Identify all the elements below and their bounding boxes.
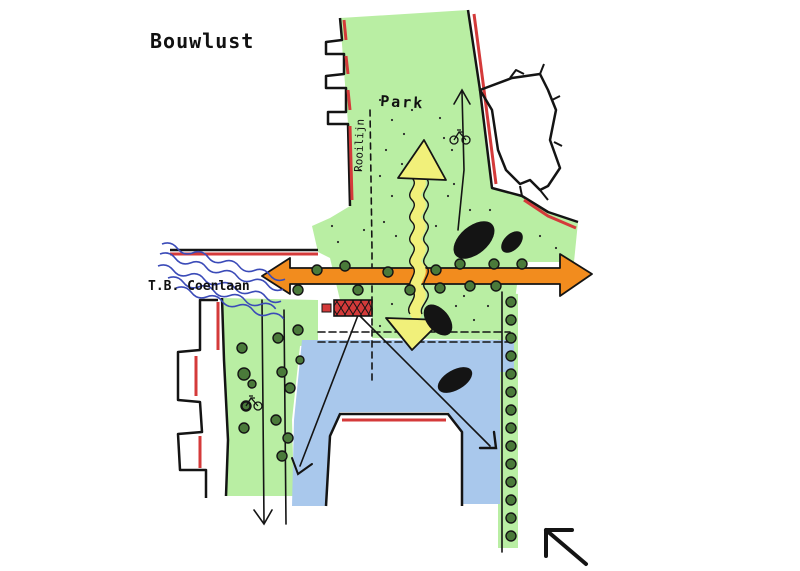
diagonal-sightline-west-arrow [291, 457, 313, 476]
tree-row-axis [292, 258, 528, 296]
street-label: T.B. Coenlaan [148, 279, 250, 294]
yellow-triangle-north [397, 139, 447, 181]
building-edges [170, 9, 579, 498]
park-green-area [312, 10, 578, 340]
east-building-facade [466, 9, 579, 224]
canal-water [292, 340, 514, 506]
north-arrow-icon [544, 528, 588, 566]
diagonal-sightline-east-arrow [478, 430, 498, 450]
west-sightline-long-arrow [253, 509, 273, 526]
tree-cluster-west [236, 324, 305, 462]
diagonal-sightline-east [359, 315, 491, 447]
rooilijn-label: Rooilijn [352, 119, 367, 172]
yellow-zigzag-path [409, 172, 426, 320]
east-residential-block [478, 72, 562, 192]
title-label: Bouwlust [150, 29, 254, 53]
bicycle-icon [241, 395, 263, 411]
bicycle-icon [449, 129, 471, 145]
sketch-lines [253, 88, 511, 553]
water-areas [292, 340, 514, 507]
east-green-strip [498, 292, 518, 548]
stipple-texture [330, 98, 558, 328]
inner-building-block [324, 412, 464, 507]
rooilijn-dashed-line [369, 109, 373, 381]
yellow-triangle-south [385, 317, 443, 351]
north-footpath-arrow [453, 88, 471, 105]
park-label: Park [380, 92, 425, 112]
diagonal-sightline-west [299, 309, 361, 467]
west-building-facade [324, 17, 352, 207]
pavilion-block [321, 299, 373, 317]
park-dotted-boundary [317, 331, 511, 343]
west-sightline-long [261, 299, 265, 523]
black-ovals [423, 221, 523, 393]
tree-row-east-bank [505, 296, 517, 542]
west-sightline-short [283, 309, 287, 525]
traffic-wavy-lines [157, 242, 286, 320]
yellow-park-axis [385, 139, 447, 351]
bouwlust-facade [220, 297, 230, 497]
north-footpath [457, 91, 465, 231]
